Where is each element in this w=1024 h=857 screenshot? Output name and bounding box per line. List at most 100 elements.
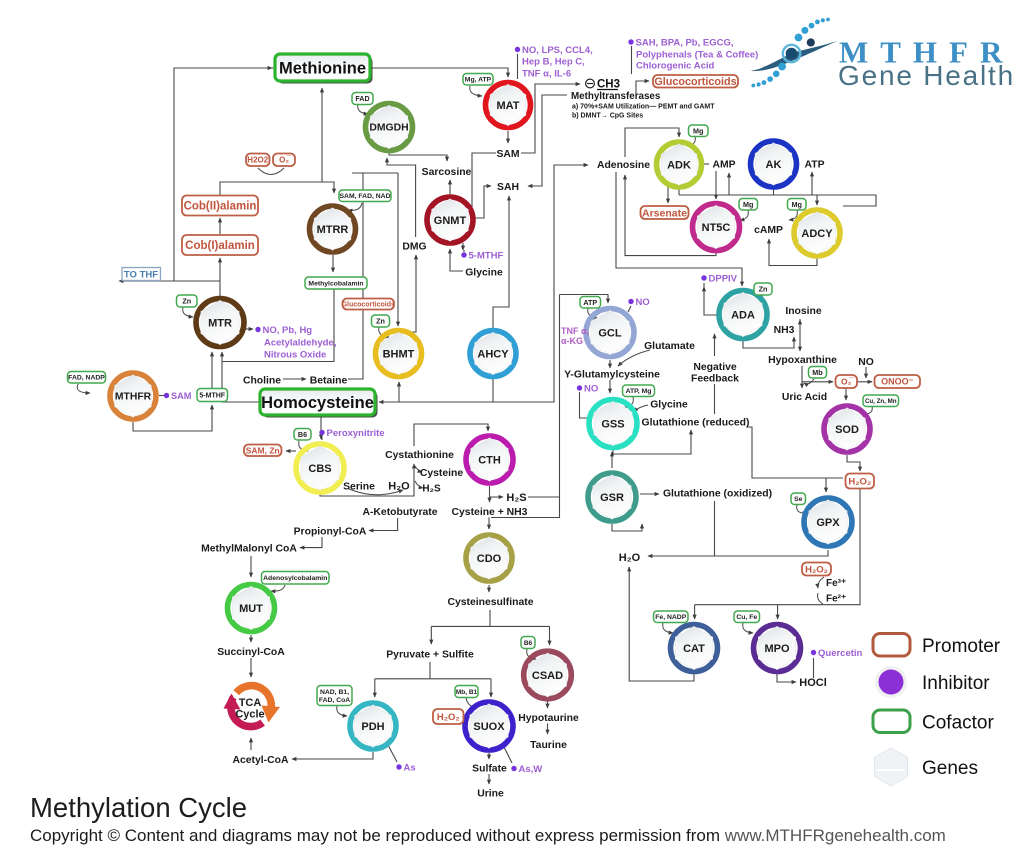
svg-text:ONOO⁻: ONOO⁻ xyxy=(881,377,914,387)
svg-text:Mg: Mg xyxy=(743,200,753,209)
svg-text:ADK: ADK xyxy=(667,159,691,171)
svg-text:NO: NO xyxy=(636,297,650,308)
svg-text:Mb: Mb xyxy=(812,368,823,377)
svg-text:Adenosylcobalamin: Adenosylcobalamin xyxy=(263,575,327,582)
svg-text:H₂S: H₂S xyxy=(506,492,526,504)
svg-text:Hypotaurine: Hypotaurine xyxy=(518,713,579,724)
svg-text:Zn: Zn xyxy=(182,297,191,306)
svg-text:DMG: DMG xyxy=(402,242,426,253)
svg-text:Glutathione (reduced): Glutathione (reduced) xyxy=(642,418,750,429)
svg-text:Quercetin: Quercetin xyxy=(818,648,863,659)
svg-text:Acetyl-CoA: Acetyl-CoA xyxy=(232,755,288,766)
svg-text:GSS: GSS xyxy=(601,418,624,430)
svg-text:H₂O₂: H₂O₂ xyxy=(437,712,460,723)
svg-text:Zn: Zn xyxy=(759,285,768,294)
svg-text:Methyltransferases: Methyltransferases xyxy=(571,91,661,102)
svg-text:H₂O: H₂O xyxy=(388,481,410,493)
svg-text:Mg: Mg xyxy=(792,200,802,209)
svg-text:H₂O: H₂O xyxy=(619,552,641,564)
svg-text:Taurine: Taurine xyxy=(530,740,567,751)
svg-text:DPPIV: DPPIV xyxy=(709,273,738,284)
svg-text:Methylation Cycle: Methylation Cycle xyxy=(30,792,247,823)
svg-text:GCL: GCL xyxy=(598,327,622,339)
svg-text:Gene Health: Gene Health xyxy=(838,60,1015,91)
svg-text:Succinyl-CoA: Succinyl-CoA xyxy=(217,647,285,658)
svg-text:Acetylaldehyde,: Acetylaldehyde, xyxy=(264,338,336,349)
svg-text:Peroxynitrite: Peroxynitrite xyxy=(327,428,385,439)
svg-text:SAM: SAM xyxy=(496,149,519,160)
svg-text:Sarcosine: Sarcosine xyxy=(422,167,472,178)
svg-text:O₂̅: O₂̅ xyxy=(841,377,854,387)
svg-text:A-Ketobutyrate: A-Ketobutyrate xyxy=(362,507,437,518)
svg-text:NO: NO xyxy=(584,383,598,394)
svg-text:GSR: GSR xyxy=(600,492,624,504)
svg-text:H₂O₂: H₂O₂ xyxy=(848,476,871,487)
svg-text:Urine: Urine xyxy=(477,789,504,800)
svg-text:Zn: Zn xyxy=(376,317,385,326)
svg-text:Fe²⁺: Fe²⁺ xyxy=(826,594,846,605)
svg-text:Copyright © Content and diagra: Copyright © Content and diagrams may not… xyxy=(30,826,946,845)
svg-text:FAD, CoA: FAD, CoA xyxy=(319,697,350,704)
svg-text:MTHFR: MTHFR xyxy=(839,35,1014,70)
svg-text:H₂O₂: H₂O₂ xyxy=(805,564,828,575)
svg-text:Propionyl-CoA: Propionyl-CoA xyxy=(294,527,367,538)
svg-text:SAM, Zn: SAM, Zn xyxy=(246,445,280,455)
svg-text:Cu, Zn, Mn: Cu, Zn, Mn xyxy=(865,398,897,405)
svg-text:Promoter: Promoter xyxy=(922,636,1001,657)
svg-text:Glutamate: Glutamate xyxy=(644,341,695,352)
svg-text:TO THF: TO THF xyxy=(124,270,158,281)
svg-text:Cysteine + NH3: Cysteine + NH3 xyxy=(452,507,528,518)
svg-text:Fe, NADP: Fe, NADP xyxy=(655,614,686,621)
svg-text:Hep B, Hep C,: Hep B, Hep C, xyxy=(522,57,585,68)
svg-text:Uric Acid: Uric Acid xyxy=(782,392,827,403)
svg-text:H2O2: H2O2 xyxy=(247,156,268,165)
svg-text:CSAD: CSAD xyxy=(532,670,563,682)
svg-text:AK: AK xyxy=(766,159,782,171)
svg-text:Methylcobalamin: Methylcobalamin xyxy=(308,280,363,287)
svg-text:H₂S: H₂S xyxy=(422,484,441,495)
svg-text:FAD: FAD xyxy=(355,94,369,103)
svg-text:SAM: SAM xyxy=(171,391,192,401)
svg-text:As,W: As,W xyxy=(519,764,543,775)
svg-text:Betaine: Betaine xyxy=(310,376,348,387)
svg-text:Homocysteine: Homocysteine xyxy=(261,394,374,412)
svg-text:Glutathione (oxidized): Glutathione (oxidized) xyxy=(663,489,772,500)
svg-text:CDO: CDO xyxy=(477,553,502,565)
svg-text:MUT: MUT xyxy=(239,603,263,615)
svg-text:Mb, B1: Mb, B1 xyxy=(456,689,478,696)
svg-text:DMGDH: DMGDH xyxy=(369,123,408,134)
svg-text:a) 70%+SAM Utilization— PEMT a: a) 70%+SAM Utilization— PEMT and GAMT xyxy=(572,104,715,111)
svg-text:MTRR: MTRR xyxy=(317,224,349,236)
svg-text:Nitrous Oxide: Nitrous Oxide xyxy=(264,350,326,361)
svg-text:MethylMalonyl CoA: MethylMalonyl CoA xyxy=(201,544,297,555)
svg-text:ATP: ATP xyxy=(583,298,597,307)
svg-text:Fe³⁺: Fe³⁺ xyxy=(826,578,846,589)
svg-text:Negative: Negative xyxy=(693,362,737,373)
svg-text:ADA: ADA xyxy=(731,309,755,321)
svg-text:B6: B6 xyxy=(524,640,533,647)
svg-text:MTR: MTR xyxy=(208,317,232,329)
svg-text:GNMT: GNMT xyxy=(434,215,467,227)
svg-text:PDH: PDH xyxy=(361,721,384,733)
svg-text:Choline: Choline xyxy=(243,376,281,387)
svg-text:Cystathionine: Cystathionine xyxy=(385,450,454,461)
svg-text:AMP: AMP xyxy=(712,160,735,171)
svg-text:Cysteine: Cysteine xyxy=(420,468,464,479)
svg-text:TNF α,: TNF α, xyxy=(561,326,589,336)
svg-text:Glucocorticoids: Glucocorticoids xyxy=(342,302,395,309)
svg-text:Cu, Fe: Cu, Fe xyxy=(736,614,757,621)
svg-text:As: As xyxy=(404,762,416,773)
svg-text:Methionine: Methionine xyxy=(279,59,366,77)
svg-text:Polyphenals (Tea & Coffee): Polyphenals (Tea & Coffee) xyxy=(636,50,758,61)
svg-text:Glycine: Glycine xyxy=(465,268,503,279)
svg-text:SOD: SOD xyxy=(835,424,859,436)
svg-text:SUOX: SUOX xyxy=(473,721,505,733)
svg-text:ATP, Mg: ATP, Mg xyxy=(626,388,652,395)
svg-text:CH3: CH3 xyxy=(597,79,620,91)
svg-text:HOCl: HOCl xyxy=(799,677,827,689)
svg-text:SAH, BPA, Pb, EGCG,: SAH, BPA, Pb, EGCG, xyxy=(636,37,734,48)
svg-text:Mg: Mg xyxy=(693,126,703,135)
svg-text:GPX: GPX xyxy=(816,517,840,529)
svg-text:SAM, FAD, NAD: SAM, FAD, NAD xyxy=(340,193,391,200)
svg-text:CTH: CTH xyxy=(478,454,501,466)
